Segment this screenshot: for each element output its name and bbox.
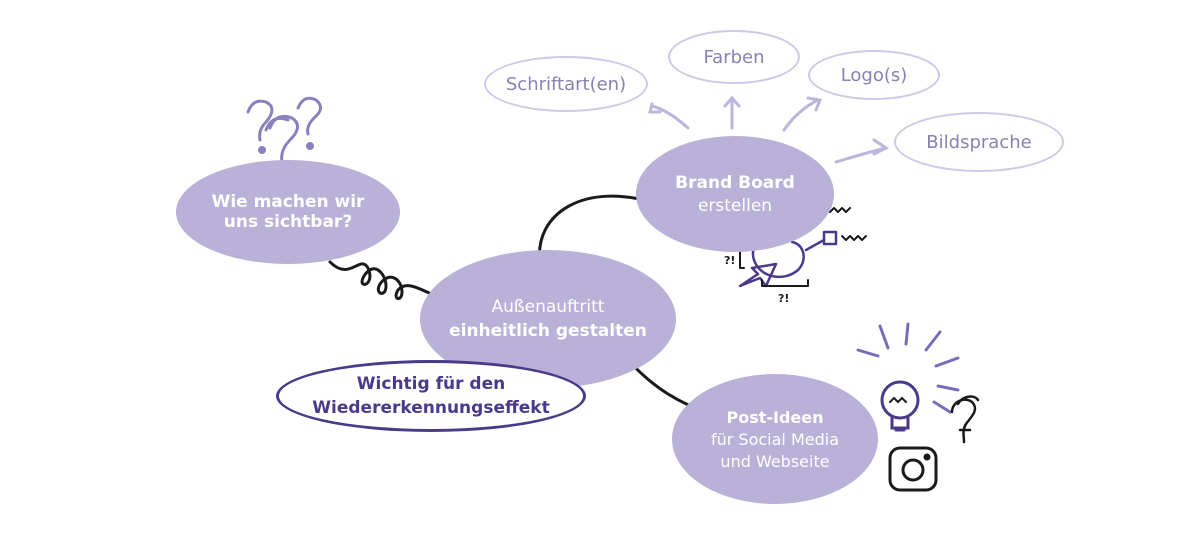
question-mark-icon — [950, 395, 980, 444]
center-line-2: einheitlich gestalten — [449, 321, 647, 341]
lightbulb-icon — [856, 322, 960, 432]
question-marks-icon — [246, 96, 322, 176]
doodle-mark-2: ?! — [778, 292, 789, 305]
logos-bubble: Logo(s) — [808, 50, 940, 100]
doodle-mark-1: ?! — [724, 254, 735, 267]
instagram-icon — [888, 446, 938, 492]
brand-element-arrows — [648, 95, 889, 164]
question-line-1: Wie machen wir — [211, 192, 365, 212]
brand-board-line-1: Brand Board — [675, 172, 795, 193]
post-ideas-bubble: Post-Ideen für Social Media und Webseite — [672, 374, 878, 504]
post-ideas-line-3: und Webseite — [720, 451, 830, 471]
bildsprache-bubble: Bildsprache — [894, 112, 1064, 172]
question-bubble: Wie machen wir uns sichtbar? — [176, 160, 400, 264]
question-line-2: uns sichtbar? — [223, 212, 353, 232]
brand-board-bubble: Brand Board erstellen — [636, 136, 834, 252]
bildsprache-label: Bildsprache — [926, 131, 1032, 153]
logos-label: Logo(s) — [840, 64, 908, 86]
post-ideas-line-2: für Social Media — [710, 429, 839, 449]
center-line-1: Außenauftritt — [491, 297, 605, 317]
note-line-2: Wiedererkennungseffekt — [312, 398, 550, 418]
note-line-1: Wichtig für den — [356, 374, 506, 394]
brand-board-line-2: erstellen — [697, 195, 773, 216]
schriftart-bubble: Schriftart(en) — [484, 56, 648, 112]
farben-bubble: Farben — [668, 30, 800, 84]
post-ideas-line-1: Post-Ideen — [726, 407, 824, 427]
center-bubble: Außenauftritt einheitlich gestalten — [420, 250, 676, 388]
schriftart-label: Schriftart(en) — [505, 73, 627, 95]
recognition-note-bubble: Wichtig für den Wiedererkennungseffekt — [276, 360, 586, 432]
farben-label: Farben — [703, 46, 765, 68]
